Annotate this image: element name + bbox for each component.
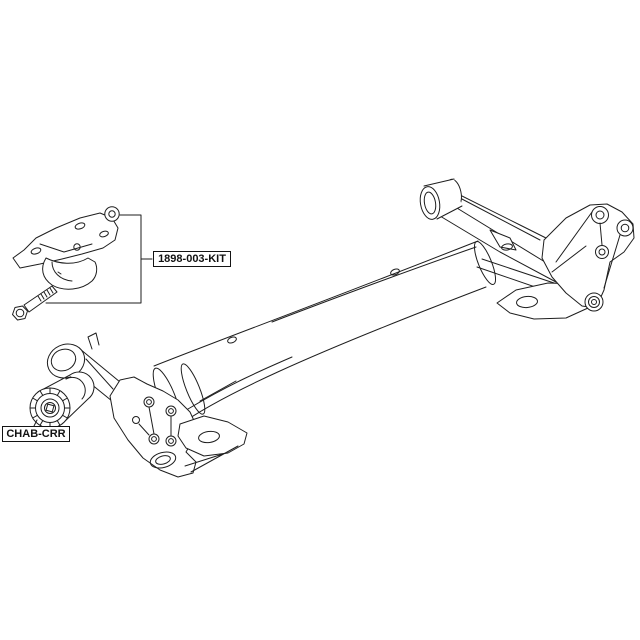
seat-bushing-boss bbox=[585, 293, 603, 311]
arm-bushing bbox=[30, 372, 94, 428]
part-number-label-kit[interactable]: 1898-003-KIT bbox=[153, 251, 231, 267]
axle-beam-tube bbox=[148, 239, 500, 428]
bushing-ribs bbox=[30, 388, 70, 428]
nut bbox=[105, 207, 119, 221]
left-spring-seat bbox=[178, 416, 247, 472]
kit-leader-line bbox=[46, 215, 152, 303]
mount-bracket bbox=[13, 213, 118, 289]
arm-bushing-eye bbox=[42, 338, 90, 384]
bolt bbox=[13, 286, 58, 320]
bushing-leader-line bbox=[34, 420, 37, 426]
part-number-label-bushing[interactable]: CHAB-CRR bbox=[2, 426, 70, 442]
right-trailing-arm bbox=[418, 178, 634, 319]
right-spindle-bracket bbox=[542, 204, 634, 311]
beam-hole bbox=[227, 336, 238, 344]
mount-bracket-kit bbox=[13, 207, 153, 320]
arm-bushing-eye bbox=[418, 178, 464, 221]
beam-clamp-tab bbox=[490, 230, 516, 250]
beam-hole bbox=[390, 268, 401, 276]
left-trailing-arm bbox=[42, 333, 247, 477]
bracket-bushing-cup bbox=[43, 258, 97, 289]
